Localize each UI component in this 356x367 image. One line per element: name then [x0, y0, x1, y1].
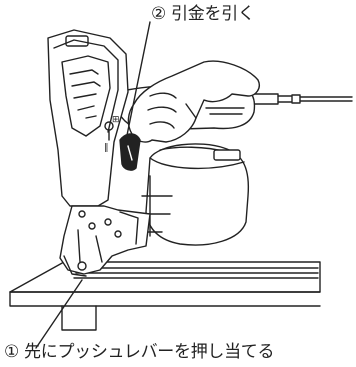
svg-text:⊞: ⊞ — [112, 115, 120, 125]
step-1-label: ① 先にプッシュレバーを押し当てる — [4, 342, 275, 362]
nailer-head — [47, 29, 129, 207]
push-lever-nose — [59, 205, 151, 277]
leader-lines — [35, 21, 151, 349]
trigger — [119, 133, 141, 171]
step-2-label: ② 引金を引く — [151, 4, 255, 24]
mode-selector: ⊞ ‖ — [104, 115, 120, 153]
coil-magazine — [139, 143, 250, 246]
lumber-board — [9, 261, 321, 331]
svg-text:‖: ‖ — [104, 143, 109, 153]
air-hose — [249, 93, 353, 105]
